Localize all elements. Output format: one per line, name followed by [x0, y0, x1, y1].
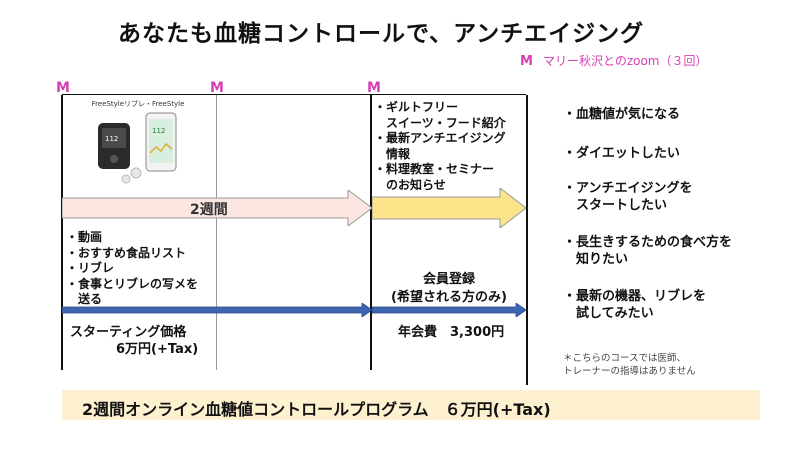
zoom-note: M マリー秋沢とのzoom（３回） — [520, 52, 708, 69]
sensor-2 — [121, 174, 131, 184]
header-rule — [62, 94, 526, 95]
wish-item: ・ダイエットしたい — [563, 145, 680, 162]
zoom-mark: M — [520, 54, 533, 69]
marker-m-end: M — [367, 80, 381, 96]
phone-reading: 112 — [152, 127, 165, 135]
list-item: ・食事とリブレの写メを — [66, 276, 199, 291]
bottom-banner — [62, 390, 760, 420]
marker-m-start: M — [56, 80, 70, 96]
wish-item: ・アンチエイジングを スタートしたい — [563, 180, 692, 214]
program-content-list: ・動画 ・おすすめ食品リスト ・リブレ ・食事とリブレの写メを 送る — [66, 230, 198, 308]
timeline-line-end — [370, 95, 372, 370]
wish-line: ・長生きするための食べ方を — [563, 235, 733, 250]
page-title: あなたも血糖コントロールで、アンチエイジング — [118, 20, 645, 47]
zoom-note-text: マリー秋沢とのzoom（３回） — [542, 54, 708, 68]
list-item: ・ギルトフリー — [374, 100, 459, 114]
disclaimer-line: ＊こちらのコースでは医師、 — [563, 353, 687, 364]
phone-screen — [149, 119, 173, 163]
membership-registration-title: 会員登録 — [422, 272, 475, 287]
arrow-blue-program — [62, 303, 373, 317]
wish-line: 試してみたい — [563, 306, 654, 321]
disclaimer-line: トレーナーの指導はありません — [563, 366, 696, 377]
wish-item: ・長生きするための食べ方を 知りたい — [563, 234, 732, 268]
wish-line: スタートしたい — [563, 198, 668, 213]
device-label: FreeStyleリブレ・FreeStyle — [91, 100, 185, 108]
list-item: スイーツ・フード紹介 — [374, 115, 506, 130]
timeline-line-divider — [526, 95, 528, 385]
list-item: ・最新アンチエイジング — [374, 131, 506, 145]
disclaimer: ＊こちらのコースでは医師、 トレーナーの指導はありません — [563, 352, 696, 378]
bottom-banner-text: 2週間オンライン血糖値コントロールプログラム ６万円(+Tax) — [82, 400, 551, 419]
wish-line: 知りたい — [563, 252, 629, 267]
wish-item: ・血糖値が気になる — [563, 106, 680, 123]
reader-screen — [102, 128, 126, 148]
arrow-blue-membership — [372, 303, 527, 317]
membership-benefits-list: ・ギルトフリー スイーツ・フード紹介 ・最新アンチエイジング 情報 ・料理教室・… — [374, 100, 506, 193]
timeline-line-start — [61, 95, 63, 370]
wish-line: ・ダイエットしたい — [563, 146, 680, 161]
membership-registration-note: (希望される方のみ) — [391, 290, 507, 305]
reader-button — [110, 155, 118, 163]
marker-m-mid: M — [210, 80, 224, 96]
list-item: ・動画 — [66, 230, 103, 244]
list-item: ・リブレ — [66, 261, 115, 275]
wish-item: ・最新の機器、リブレを 試してみたい — [563, 288, 706, 322]
sensor-1 — [130, 167, 142, 179]
wish-line: ・血糖値が気になる — [563, 107, 681, 122]
list-item: ・おすすめ食品リスト — [66, 245, 187, 260]
wish-line: ・最新の機器、リブレを — [563, 289, 707, 304]
arrow-membership — [372, 188, 527, 228]
annual-fee: 年会費 3,300円 — [398, 325, 505, 340]
phone-graph — [149, 142, 173, 154]
timeline-line-mid — [216, 95, 217, 370]
reader-reading: 112 — [105, 135, 118, 143]
arrow-two-weeks — [62, 190, 373, 226]
wish-line: ・アンチエイジングを — [563, 181, 693, 196]
list-item: ・料理教室・セミナー — [374, 162, 495, 176]
list-item: 送る — [66, 292, 103, 306]
device-illustration: 112 112 — [98, 112, 177, 184]
freestyle-device-image: FreeStyleリブレ・FreeStyle 112 112 — [88, 95, 188, 191]
list-item: 情報 — [374, 146, 411, 161]
list-item: のお知らせ — [374, 177, 446, 192]
starting-price-value: 6万円(+Tax) — [116, 342, 199, 357]
starting-price-label: スターティング価格 — [70, 325, 187, 340]
arrow-two-weeks-label: 2週間 — [190, 202, 228, 218]
